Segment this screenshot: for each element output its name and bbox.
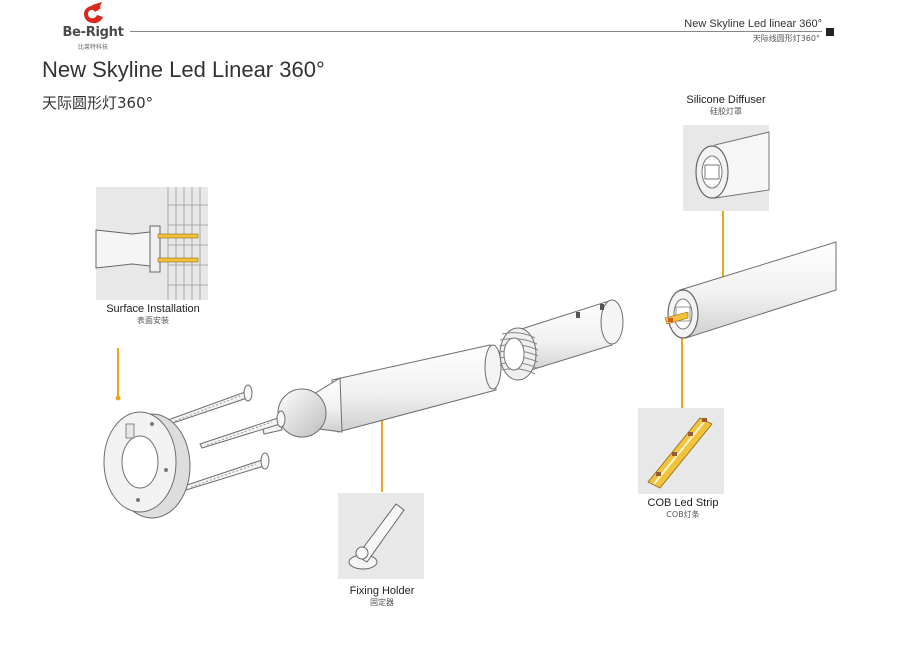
fixing-holder-body bbox=[261, 344, 502, 438]
callout-label-cn: 表面安装 bbox=[137, 316, 169, 325]
callout-cob-led-strip: COB Led Strip COB灯条 bbox=[648, 497, 719, 520]
brand-tagline: 比莱特科技 bbox=[77, 44, 108, 51]
callout-label-cn: 硅胶灯罩 bbox=[710, 107, 742, 116]
brand-name: Be-Right bbox=[62, 25, 124, 40]
callout-label: Fixing Holder bbox=[349, 585, 415, 597]
screw-top bbox=[167, 384, 253, 425]
callout-fixing-holder: Fixing Holder 固定器 bbox=[350, 585, 415, 608]
logo-mark-icon bbox=[84, 2, 103, 24]
brand-logo: Be-Right 比莱特科技 bbox=[62, 2, 124, 54]
inset-silicone-diffuser bbox=[683, 125, 770, 211]
header-divider bbox=[130, 31, 822, 32]
callout-surface-installation: Surface Installation 表面安装 bbox=[106, 303, 200, 326]
leader-dot-surface-installation bbox=[115, 395, 121, 401]
callout-label-cn: COB灯条 bbox=[666, 510, 700, 519]
callout-leaders bbox=[117, 210, 724, 492]
header-square-icon bbox=[826, 28, 834, 36]
inset-surface-installation bbox=[95, 187, 208, 300]
inset-cob-led-strip bbox=[638, 408, 724, 494]
mounting-screws bbox=[167, 384, 286, 491]
page-subtitle: 天际圆形灯360° bbox=[42, 94, 154, 112]
callout-silicone-diffuser: Silicone Diffuser 硅胶灯罩 bbox=[686, 94, 765, 117]
threaded-connector bbox=[498, 299, 624, 381]
screw-bottom bbox=[183, 452, 270, 491]
header-title: New Skyline Led linear 360° bbox=[684, 18, 822, 30]
callout-label: Surface Installation bbox=[106, 303, 200, 315]
silicone-tube bbox=[664, 241, 837, 339]
mounting-ring bbox=[103, 411, 191, 519]
page-title: New Skyline Led Linear 360° bbox=[42, 57, 325, 82]
screw-middle bbox=[199, 410, 286, 449]
callout-label: COB Led Strip bbox=[647, 497, 719, 509]
callout-label-cn: 固定器 bbox=[370, 598, 394, 607]
callout-label: Silicone Diffuser bbox=[686, 94, 766, 106]
header-subtitle: 天际线圆形灯360° bbox=[752, 34, 820, 43]
inset-fixing-holder bbox=[338, 493, 424, 579]
